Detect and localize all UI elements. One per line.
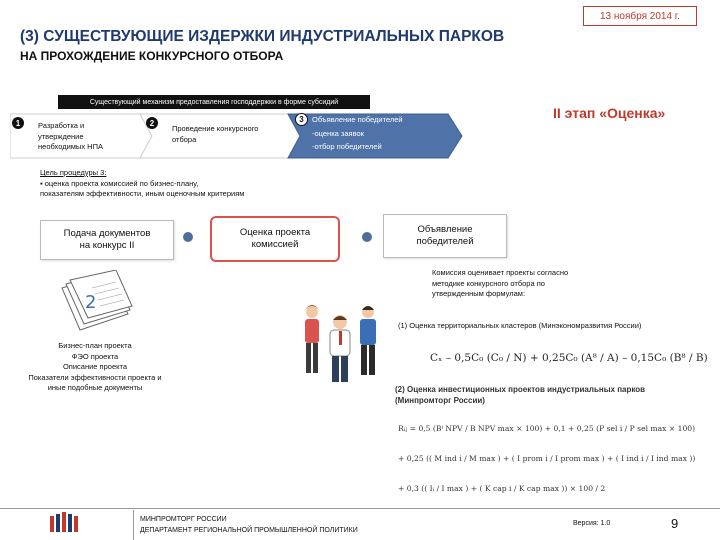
- step-arrow-icon: [287, 113, 463, 159]
- page-title: (3) СУЩЕСТВУЮЩИЕ ИЗДЕРЖКИ ИНДУСТРИАЛЬНЫХ…: [20, 28, 505, 45]
- process-box-line: Объявление: [417, 224, 473, 235]
- process-box-winners: Объявление победителей: [383, 214, 507, 258]
- commission-line: утвержденным формулам:: [432, 289, 526, 298]
- process-box-line: Оценка проекта: [239, 227, 311, 238]
- date-badge: 13 ноября 2014 г.: [583, 6, 697, 26]
- step-1-line: утверждение: [38, 131, 84, 141]
- document-item: Бизнес-план проекта: [58, 341, 132, 350]
- formula-2-line: + 0,3 (( Iᵢ / I max ) + ( K cap i / K ca…: [398, 484, 606, 493]
- document-item: Описание проекта: [62, 362, 128, 371]
- formula-2-title: (2) Оценка инвестиционных проектов индус…: [395, 384, 645, 406]
- formula-2: Rᵢⱼ = 0,5 (Bⁱ NPV / B NPV max × 100) + 0…: [398, 414, 698, 504]
- formula-2-line: + 0,25 (( M ind i / M max ) + ( I prom i…: [398, 454, 698, 463]
- step-2-text: Проведение конкурсного отбора: [172, 124, 258, 145]
- process-box-line: комиссией: [251, 239, 299, 250]
- step-number-1: 1: [12, 117, 24, 129]
- process-box-line: победителей: [416, 236, 474, 247]
- formula-2-title-line: (Минпромторг России): [395, 396, 485, 405]
- step-2-line: Проведение конкурсного: [172, 124, 259, 133]
- process-dot: [183, 232, 193, 242]
- step-1-line: Разработка и: [38, 121, 85, 130]
- stage-title: II этап «Оценка»: [553, 105, 666, 121]
- process-box-submission: Подача документов на конкурс II: [40, 220, 174, 260]
- footer-divider: [0, 508, 720, 509]
- footer-version: Версия: 1.0: [573, 520, 611, 527]
- goal-heading: Цель процедуры 3:: [40, 168, 107, 177]
- date-text: 13 ноября 2014 г.: [600, 10, 680, 22]
- ministry-logo-icon: [50, 512, 78, 532]
- footer-ministry: МИНПРОМТОРГ РОССИИ ДЕПАРТАМЕНТ РЕГИОНАЛЬ…: [140, 514, 358, 536]
- step-3-line: -отбор победителей: [312, 142, 382, 151]
- formula-2-title-line: (2) Оценка инвестиционных проектов индус…: [395, 385, 646, 394]
- process-box-line: на конкурс II: [79, 240, 135, 251]
- people-group-icon: [305, 305, 376, 382]
- ministry-line: МИНПРОМТОРГ РОССИИ: [140, 516, 227, 523]
- commission-text: Комиссия оценивает проекты согласно мето…: [432, 268, 632, 300]
- formula-2-line: Rᵢⱼ = 0,5 (Bⁱ NPV / B NPV max × 100) + 0…: [398, 424, 698, 433]
- process-box-evaluation: Оценка проекта комиссией: [210, 216, 340, 262]
- step-1-line: необходимых НПА: [38, 142, 103, 151]
- documents-badge: 2: [85, 292, 97, 313]
- formula-1: Cₓ – 0,5C₀ (C₀ / N) + 0,25C₀ (A⁸ / A) – …: [430, 352, 708, 364]
- step-2-line: отбора: [172, 134, 197, 144]
- document-item: иные подобные документы: [47, 383, 143, 392]
- document-item: ФЭО проекта: [71, 351, 119, 361]
- step-number-3: 3: [295, 113, 308, 126]
- step-arrows: [10, 113, 463, 159]
- procedure-goal: Цель процедуры 3: ▪ оценка проекта комис…: [40, 168, 244, 200]
- step-3-line: Объявление победителей: [312, 115, 403, 124]
- mechanism-bar: Существующий механизм предоставления гос…: [58, 95, 370, 109]
- step-1-text: Разработка и утверждение необходимых НПА: [38, 121, 103, 153]
- process-box-line: Подача документов: [63, 228, 151, 239]
- formula-1-title: (1) Оценка территориальных кластеров (Ми…: [398, 321, 642, 330]
- goal-line: показателям эффективности, иным оценочны…: [40, 189, 245, 198]
- commission-line: методике конкурсного отбора по: [432, 278, 545, 288]
- step-number-2: 2: [146, 117, 158, 129]
- commission-line: Комиссия оценивает проекты согласно: [432, 268, 569, 277]
- page-subtitle: НА ПРОХОЖДЕНИЕ КОНКУРСНОГО ОТБОРА: [20, 49, 284, 63]
- step-3-line: -оценка заявок: [312, 128, 364, 138]
- step-3-text: Объявление победителей -оценка заявок -о…: [312, 113, 403, 154]
- goal-line: ▪ оценка проекта комиссией по бизнес-пла…: [40, 178, 199, 188]
- process-dot: [362, 232, 372, 242]
- ministry-line: ДЕПАРТАМЕНТ РЕГИОНАЛЬНОЙ ПРОМЫШЛЕННОЙ ПО…: [140, 527, 358, 534]
- document-item: Показатели эффективности проекта и: [28, 372, 162, 382]
- documents-list: Бизнес-план проекта ФЭО проекта Описание…: [10, 341, 180, 394]
- mechanism-bar-text: Существующий механизм предоставления гос…: [89, 98, 339, 106]
- footer-separator: [133, 510, 134, 540]
- page-number: 9: [671, 516, 679, 531]
- document-stack-icon: [61, 270, 133, 331]
